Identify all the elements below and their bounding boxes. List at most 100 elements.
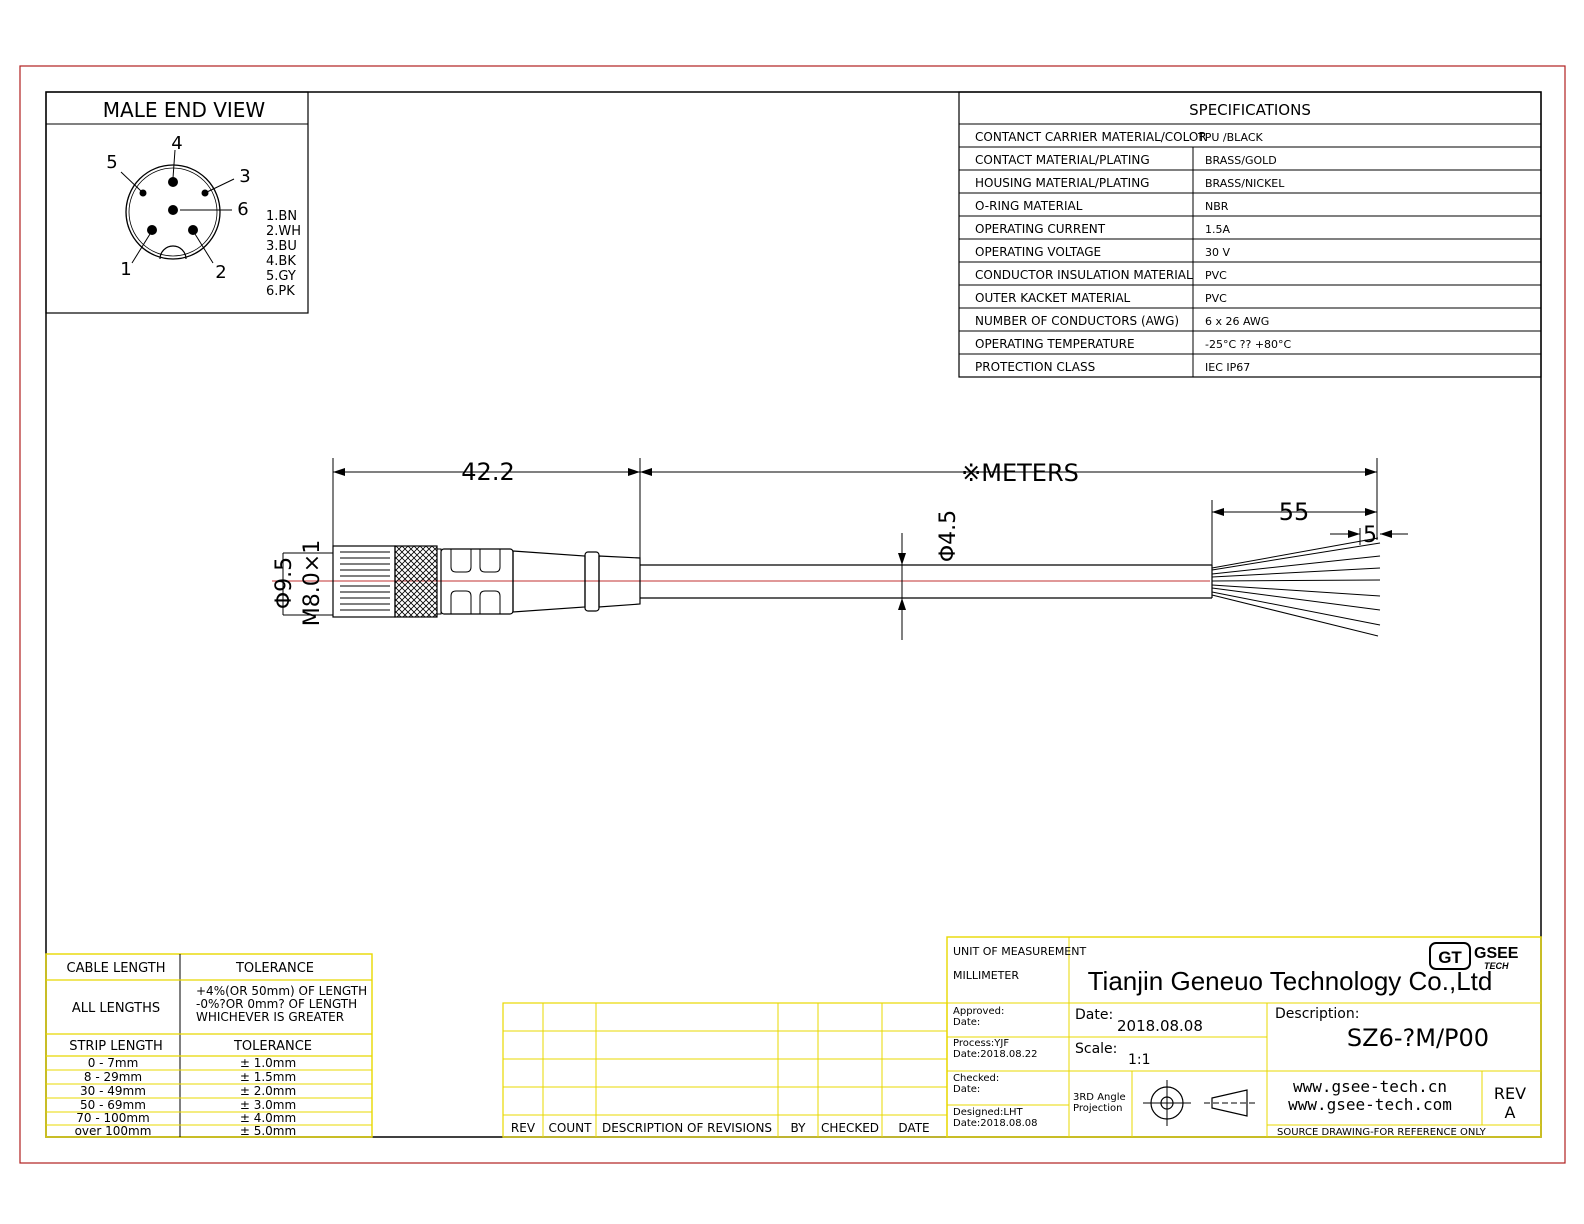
pin-color-4: 4.BK bbox=[266, 254, 296, 269]
stripped-wires bbox=[1211, 537, 1381, 637]
dimension-body-diameter: Φ9.5 M8.0×1 bbox=[272, 540, 333, 626]
pin-number-4: 4 bbox=[171, 133, 182, 154]
scale-label: Scale: bbox=[1075, 1041, 1117, 1057]
spec-value: 30 V bbox=[1205, 246, 1230, 259]
strip-range: over 100mm bbox=[75, 1124, 152, 1138]
website-1: www.gsee-tech.cn bbox=[1293, 1077, 1447, 1096]
spec-value: PVC bbox=[1205, 269, 1227, 282]
title-block: UNIT OF MEASUREMENT MILLIMETER Tianjin G… bbox=[946, 936, 1542, 1138]
pin-number-1: 1 bbox=[120, 259, 131, 280]
rev-value: A bbox=[1505, 1103, 1516, 1122]
pin-6 bbox=[168, 205, 178, 215]
cable-length-header: CABLE LENGTH bbox=[67, 961, 166, 976]
pin-color-1: 1.BN bbox=[266, 209, 297, 224]
date-value: 2018.08.08 bbox=[1117, 1017, 1203, 1035]
process-date: Date:2018.08.22 bbox=[953, 1049, 1038, 1060]
spec-label: CONTACT MATERIAL/PLATING bbox=[975, 153, 1150, 167]
spec-label: HOUSING MATERIAL/PLATING bbox=[975, 176, 1149, 190]
count-col-header: COUNT bbox=[549, 1121, 593, 1135]
male-end-view-title: MALE END VIEW bbox=[103, 98, 266, 122]
tolerance-header: TOLERANCE bbox=[235, 961, 314, 976]
description-col-header: DESCRIPTION OF REVISIONS bbox=[602, 1121, 772, 1135]
wire-strip-label: 5 bbox=[1363, 523, 1377, 548]
checked-label: Checked: bbox=[953, 1073, 999, 1084]
all-lengths-label: ALL LENGTHS bbox=[72, 1001, 160, 1016]
rev-col-header: REV bbox=[511, 1121, 536, 1135]
strip-tolerance: ± 3.0mm bbox=[240, 1098, 296, 1112]
pin-color-2: 2.WH bbox=[266, 224, 301, 239]
pin-4 bbox=[168, 177, 178, 187]
specifications-title: SPECIFICATIONS bbox=[1189, 101, 1311, 119]
spec-value: 6 x 26 AWG bbox=[1205, 315, 1269, 328]
spec-label: O-RING MATERIAL bbox=[975, 199, 1083, 213]
pin-number-2: 2 bbox=[215, 262, 226, 283]
date-label: Date: bbox=[1075, 1007, 1113, 1023]
scale-value: 1:1 bbox=[1128, 1052, 1151, 1068]
dimension-cable-length: ※METERS bbox=[640, 458, 1378, 540]
designed-date: Date:2018.08.08 bbox=[953, 1118, 1038, 1129]
cable-length-label: ※METERS bbox=[961, 459, 1079, 487]
connector-length-label: 42.2 bbox=[461, 458, 514, 486]
approved-label: Approved: bbox=[953, 1006, 1004, 1017]
dimension-connector-length: 42.2 bbox=[332, 458, 641, 558]
designed-label: Designed:LHT bbox=[953, 1107, 1023, 1118]
all-lengths-line-3: WHICHEVER IS GREATER bbox=[196, 1010, 344, 1024]
sheet-outer-border bbox=[19, 65, 1566, 1164]
spec-label: CONTANCT CARRIER MATERIAL/COLOR bbox=[975, 130, 1207, 144]
strip-tolerance-header: TOLERANCE bbox=[233, 1039, 312, 1054]
logo-line-1: GSEE bbox=[1474, 945, 1519, 962]
strip-range: 30 - 49mm bbox=[80, 1084, 146, 1098]
body-diameter-label: Φ9.5 bbox=[272, 557, 297, 609]
tolerance-table: CABLE LENGTH TOLERANCE ALL LENGTHS +4%(O… bbox=[45, 953, 373, 1138]
dimension-strip-length: 55 bbox=[1211, 498, 1377, 565]
logo-line-2: TECH bbox=[1484, 961, 1509, 971]
strip-length-label: 55 bbox=[1279, 498, 1310, 526]
spec-value: BRASS/NICKEL bbox=[1205, 177, 1285, 190]
cable-diameter-label: Φ4.5 bbox=[936, 510, 961, 562]
revisions-table: REV COUNT DESCRIPTION OF REVISIONS BY CH… bbox=[502, 1002, 948, 1138]
spec-value: PVC bbox=[1205, 292, 1227, 305]
projection-line-2: Projection bbox=[1073, 1103, 1122, 1114]
description-label: Description: bbox=[1275, 1006, 1359, 1022]
by-col-header: BY bbox=[791, 1121, 807, 1135]
approved-date-label: Date: bbox=[953, 1017, 980, 1028]
strip-range: 70 - 100mm bbox=[76, 1111, 150, 1125]
strip-tolerance: ± 4.0mm bbox=[240, 1111, 296, 1125]
pin-3 bbox=[201, 189, 209, 197]
spec-value: IEC IP67 bbox=[1205, 361, 1250, 374]
spec-label: OPERATING VOLTAGE bbox=[975, 245, 1101, 259]
unit-label: UNIT OF MEASUREMENT bbox=[953, 945, 1086, 958]
spec-label: OPERATING TEMPERATURE bbox=[975, 337, 1135, 351]
checked-col-header: CHECKED bbox=[821, 1121, 879, 1135]
spec-value: -25°C ?? +80°C bbox=[1205, 338, 1292, 351]
spec-label: NUMBER OF CONDUCTORS (AWG) bbox=[975, 314, 1179, 328]
pin-face-diagram: 4 5 3 6 1 2 bbox=[106, 133, 250, 283]
cable-assembly-drawing: 42.2 ※METERS 55 5 Φ4.5 bbox=[272, 458, 1408, 640]
strip-range: 8 - 29mm bbox=[84, 1070, 142, 1084]
dimension-cable-diameter: Φ4.5 bbox=[898, 510, 961, 640]
molded-grip-body bbox=[440, 548, 641, 615]
strip-range: 50 - 69mm bbox=[80, 1098, 146, 1112]
third-angle-projection-symbol bbox=[1143, 1080, 1256, 1126]
spec-label: OUTER KACKET MATERIAL bbox=[975, 291, 1131, 305]
checked-date-label: Date: bbox=[953, 1084, 980, 1095]
dimension-wire-strip: 5 bbox=[1330, 523, 1408, 548]
pin-2 bbox=[188, 225, 198, 235]
male-end-view-panel: MALE END VIEW 4 5 3 6 1 2 1.BN bbox=[45, 91, 309, 314]
logo-mark: GT bbox=[1438, 948, 1462, 967]
pin-1 bbox=[147, 225, 157, 235]
pin-color-6: 6.PK bbox=[266, 284, 295, 299]
all-lengths-line-1: +4%(OR 50mm) OF LENGTH bbox=[196, 984, 367, 998]
pin-color-5: 5.GY bbox=[266, 269, 296, 284]
strip-tolerance: ± 1.0mm bbox=[240, 1056, 296, 1070]
source-note: SOURCE DRAWING-FOR REFERENCE ONLY bbox=[1277, 1127, 1487, 1138]
spec-value: TPU /BLACK bbox=[1197, 131, 1264, 144]
gsee-tech-logo: GT GSEE TECH bbox=[1429, 942, 1519, 971]
spec-label: PROTECTION CLASS bbox=[975, 360, 1095, 374]
strip-tolerance: ± 2.0mm bbox=[240, 1084, 296, 1098]
spec-label: CONDUCTOR INSULATION MATERIAL bbox=[975, 268, 1193, 282]
pin-color-3: 3.BU bbox=[266, 239, 297, 254]
strip-length-header: STRIP LENGTH bbox=[69, 1039, 163, 1054]
strip-tolerance: ± 5.0mm bbox=[240, 1124, 296, 1138]
